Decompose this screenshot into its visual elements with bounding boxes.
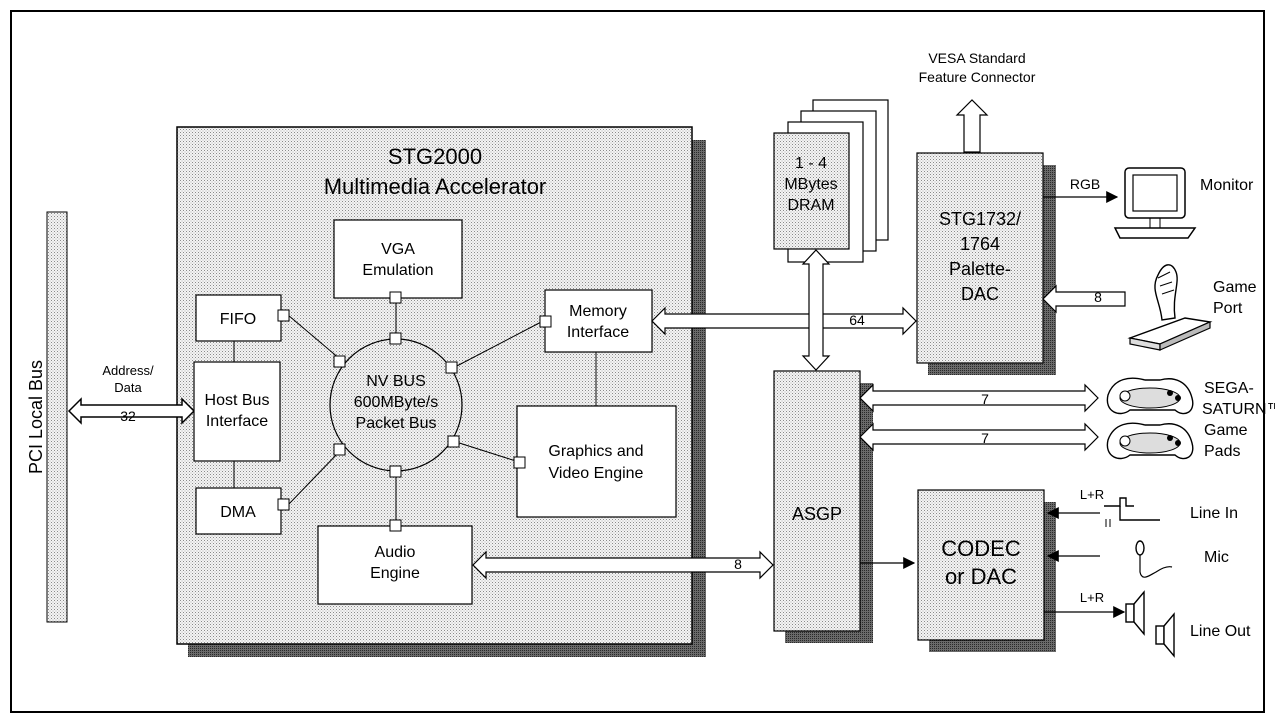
dram-label-2: MBytes	[784, 176, 837, 193]
rgb-link: RGB	[1043, 176, 1119, 203]
game-port-bus-width: 8	[1094, 289, 1102, 305]
gamepad-bus-2: 7	[859, 422, 1099, 452]
nv-bus-ring: NV BUS 600MByte/s Packet Bus	[329, 338, 463, 472]
codec-label-2: or DAC	[945, 564, 1017, 589]
codec-label-1: CODEC	[941, 536, 1021, 561]
palette-label-1: STG1732/	[939, 209, 1021, 229]
rgb-label: RGB	[1070, 176, 1100, 192]
port-connectors	[277, 291, 552, 532]
speaker-icon-1	[1125, 590, 1145, 636]
internal-links	[233, 298, 597, 526]
line-in-lr-label: L+R	[1080, 487, 1104, 502]
line-out-lr-label: L+R	[1080, 590, 1104, 605]
stg2000-title: STG2000	[388, 144, 482, 169]
memory-label-1: Memory	[569, 303, 627, 320]
audio-label-2: Engine	[370, 565, 420, 582]
speaker-icon-2	[1155, 612, 1175, 658]
fifo-label: FIFO	[220, 311, 256, 328]
host-bus-label-2: Interface	[206, 413, 268, 430]
dram-asgp-bus	[801, 249, 831, 371]
pci-local-bus: PCI Local Bus	[26, 211, 68, 623]
address-label: Address/	[102, 363, 154, 378]
asgp-block: ASGP	[773, 370, 873, 643]
pad-bus-width-2: 7	[981, 430, 989, 446]
graphics-video-engine-block: Graphics and Video Engine	[516, 405, 677, 518]
asgp-label: ASGP	[792, 504, 842, 524]
memory-interface-block: Memory Interface	[544, 289, 653, 353]
stg2000-subtitle: Multimedia Accelerator	[324, 174, 547, 199]
dram-label-1: 1 - 4	[795, 155, 827, 172]
nv-bus-label-3: Packet Bus	[356, 415, 437, 432]
mic-icon	[1135, 540, 1173, 578]
vga-emulation-block: VGA Emulation	[333, 219, 463, 299]
memory-label-2: Interface	[567, 324, 629, 341]
gamepad-icon-1	[1106, 377, 1194, 415]
data-label: Data	[114, 380, 142, 395]
line-in-jack-icon	[1104, 497, 1160, 527]
vesa-label-2: Feature Connector	[919, 69, 1036, 85]
monitor-icon	[1113, 167, 1197, 239]
monitor-label: Monitor	[1200, 177, 1254, 194]
palette-label-3: Palette-	[949, 259, 1011, 279]
graphics-label-2: Video Engine	[549, 465, 644, 482]
dram-label-3: DRAM	[787, 197, 834, 214]
address-width: 32	[120, 408, 136, 424]
fifo-block: FIFO	[195, 294, 282, 342]
memory-bus-width: 64	[849, 312, 865, 328]
vesa-feature-connector: VESA Standard Feature Connector	[919, 50, 1036, 153]
game-port-label-2: Port	[1213, 300, 1243, 317]
audio-bus-8: 8	[472, 550, 774, 580]
game-port-bus: 8	[1042, 284, 1126, 314]
host-bus-interface-block: Host Bus Interface	[193, 361, 281, 462]
joystick-icon	[1127, 264, 1213, 351]
line-in-link: L+R	[1046, 487, 1104, 519]
palette-label-2: 1764	[960, 234, 1000, 254]
sega-label-1: SEGA-	[1204, 380, 1254, 397]
mic-label: Mic	[1204, 549, 1229, 566]
audio-engine-block: Audio Engine	[317, 525, 473, 605]
palette-label-4: DAC	[961, 284, 999, 304]
sega-label-2: SATURN™	[1202, 401, 1275, 418]
line-in-label: Line In	[1190, 505, 1238, 522]
dma-block: DMA	[195, 487, 282, 535]
host-bus-label-1: Host Bus	[205, 392, 270, 409]
gamepad-bus-1: 7	[859, 383, 1099, 413]
vga-label-2: Emulation	[362, 262, 433, 279]
gamepad-icon-2	[1106, 422, 1194, 460]
nv-bus-label-2: 600MByte/s	[354, 394, 438, 411]
audio-bus-width: 8	[734, 556, 742, 572]
sega-label-4: Pads	[1204, 443, 1240, 460]
game-port-label-1: Game	[1213, 279, 1257, 296]
codec-block: CODEC or DAC	[917, 489, 1056, 652]
vga-label-1: VGA	[381, 241, 415, 258]
graphics-label-1: Graphics and	[548, 443, 643, 460]
sega-label-3: Game	[1204, 422, 1248, 439]
dram-stack: 1 - 4 MBytes DRAM	[773, 99, 889, 263]
nv-bus-label-1: NV BUS	[366, 373, 426, 390]
line-out-link: L+R	[1044, 590, 1126, 618]
dma-label: DMA	[220, 504, 256, 521]
vesa-label-1: VESA Standard	[928, 50, 1025, 66]
memory-bus-64: 64	[651, 306, 917, 336]
audio-label-1: Audio	[375, 544, 416, 561]
pad-bus-width-1: 7	[981, 391, 989, 407]
pci-bus-label: PCI Local Bus	[26, 360, 46, 474]
line-out-label: Line Out	[1190, 623, 1251, 640]
palette-dac-block: STG1732/ 1764 Palette- DAC	[916, 152, 1056, 375]
